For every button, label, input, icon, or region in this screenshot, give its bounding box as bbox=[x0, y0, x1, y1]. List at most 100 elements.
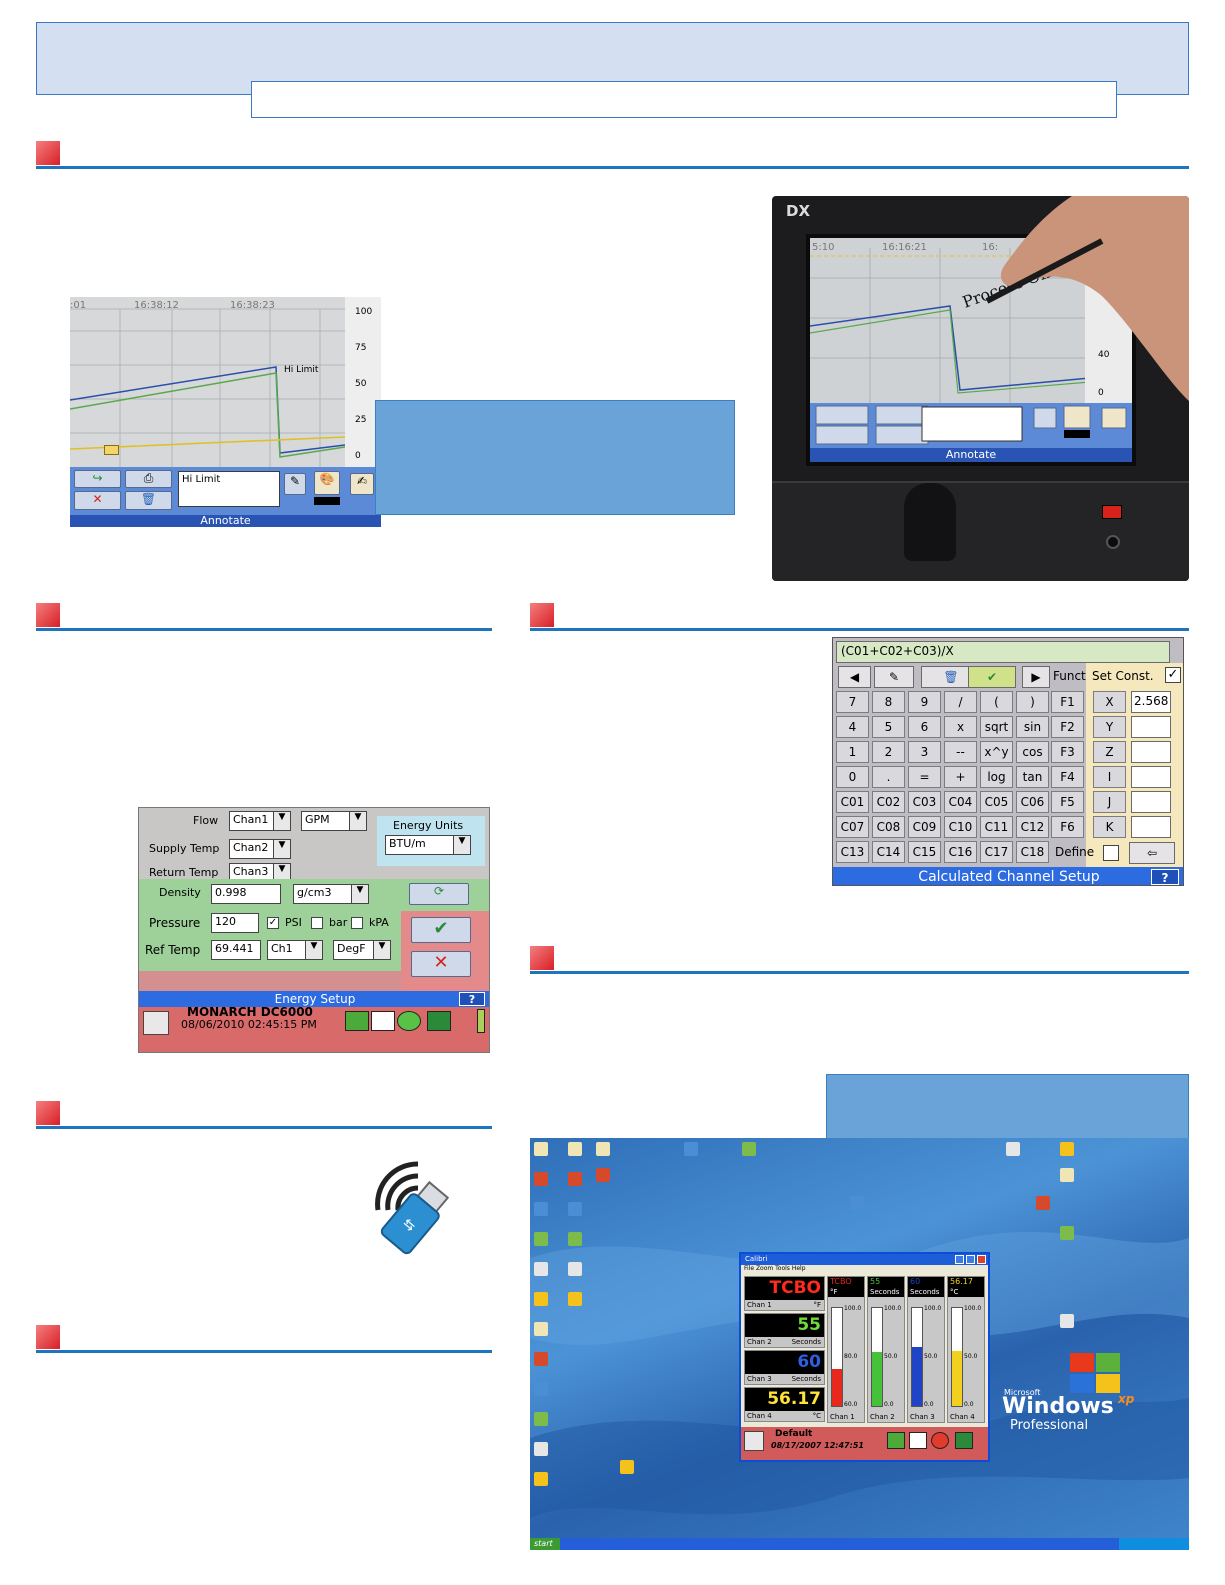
calc-help-button[interactable]: ? bbox=[1151, 869, 1179, 885]
energy-units-select[interactable]: BTU/m▼ bbox=[385, 835, 471, 855]
keypad-key[interactable]: 2 bbox=[872, 741, 905, 763]
keypad-key[interactable]: 4 bbox=[836, 716, 869, 738]
keypad-key[interactable]: x bbox=[944, 716, 977, 738]
desktop-shortcut-icon[interactable] bbox=[568, 1172, 582, 1186]
desktop-shortcut-icon[interactable] bbox=[568, 1232, 582, 1246]
constant-value-field[interactable] bbox=[1131, 741, 1171, 763]
delete-bin-button[interactable]: 🗑 bbox=[125, 491, 172, 510]
right-arrow-button[interactable]: ▶ bbox=[1022, 666, 1050, 688]
keypad-key[interactable]: 5 bbox=[872, 716, 905, 738]
print-button[interactable]: ⎙ bbox=[125, 470, 172, 488]
desktop-shortcut-icon[interactable] bbox=[1060, 1226, 1074, 1240]
keypad-key[interactable]: 9 bbox=[908, 691, 941, 713]
density-unit-select[interactable]: g/cm3▼ bbox=[293, 884, 369, 904]
desktop-shortcut-icon[interactable] bbox=[534, 1412, 548, 1426]
constant-value-field[interactable] bbox=[1131, 766, 1171, 788]
save-disk-icon[interactable] bbox=[955, 1432, 973, 1449]
keypad-key[interactable]: C03 bbox=[908, 791, 941, 813]
desktop-shortcut-icon[interactable] bbox=[596, 1168, 610, 1182]
psi-checkbox[interactable]: ✓ bbox=[267, 917, 279, 929]
keypad-key[interactable]: C09 bbox=[908, 816, 941, 838]
function-key[interactable]: F2 bbox=[1051, 716, 1084, 738]
keypad-key[interactable]: tan bbox=[1016, 766, 1049, 788]
desktop-shortcut-icon[interactable] bbox=[1060, 1314, 1074, 1328]
cancel-x-button[interactable]: ✕ bbox=[411, 951, 471, 977]
keypad-key[interactable]: sqrt bbox=[980, 716, 1013, 738]
keypad-key[interactable]: 7 bbox=[836, 691, 869, 713]
flow-channel-select[interactable]: Chan1▼ bbox=[229, 811, 291, 831]
ok-checkmark-button[interactable]: ✔ bbox=[411, 917, 471, 943]
keypad-key[interactable]: ( bbox=[980, 691, 1013, 713]
keypad-key[interactable]: / bbox=[944, 691, 977, 713]
keypad-key[interactable]: C16 bbox=[944, 841, 977, 863]
left-arrow-button[interactable]: ◀ bbox=[838, 666, 871, 688]
start-button[interactable]: start bbox=[530, 1538, 560, 1550]
edit-note-icon[interactable]: ✎ bbox=[284, 473, 306, 495]
desktop-shortcut-icon[interactable] bbox=[534, 1172, 548, 1186]
close-icon[interactable] bbox=[977, 1255, 986, 1264]
desktop-shortcut-icon[interactable] bbox=[534, 1232, 548, 1246]
constant-key[interactable]: J bbox=[1093, 791, 1126, 813]
tools-icon[interactable] bbox=[744, 1431, 764, 1451]
density-input[interactable]: 0.998 bbox=[211, 884, 281, 904]
desktop-shortcut-icon[interactable] bbox=[534, 1442, 548, 1456]
desktop-shortcut-icon[interactable] bbox=[534, 1292, 548, 1306]
desktop-shortcut-icon[interactable] bbox=[1036, 1196, 1050, 1210]
keypad-key[interactable]: C12 bbox=[1016, 816, 1049, 838]
kpa-checkbox[interactable] bbox=[351, 917, 363, 929]
desktop-shortcut-icon[interactable] bbox=[534, 1472, 548, 1486]
power-switch[interactable] bbox=[1102, 505, 1122, 519]
keypad-key[interactable]: ) bbox=[1016, 691, 1049, 713]
function-key[interactable]: F4 bbox=[1051, 766, 1084, 788]
keypad-key[interactable]: 3 bbox=[908, 741, 941, 763]
keypad-key[interactable]: 8 bbox=[872, 691, 905, 713]
save-disk-icon[interactable] bbox=[427, 1011, 451, 1031]
desktop-shortcut-icon[interactable] bbox=[1060, 1168, 1074, 1182]
set-const-checkbox[interactable]: ✓ bbox=[1165, 667, 1181, 683]
constant-key[interactable]: I bbox=[1093, 766, 1126, 788]
alarm-icon[interactable] bbox=[931, 1432, 949, 1449]
message-envelope-icon[interactable] bbox=[104, 445, 119, 455]
annotation-text-field[interactable]: Hi Limit bbox=[178, 471, 280, 507]
desktop-shortcut-icon[interactable] bbox=[596, 1142, 610, 1156]
ref-temp-unit-select[interactable]: DegF▼ bbox=[333, 940, 391, 960]
keypad-key[interactable]: . bbox=[872, 766, 905, 788]
constant-value-field[interactable] bbox=[1131, 816, 1171, 838]
desktop-shortcut-icon[interactable] bbox=[568, 1262, 582, 1276]
exit-button[interactable]: ⇦ bbox=[1129, 842, 1175, 864]
desktop-shortcut-icon[interactable] bbox=[850, 1196, 864, 1210]
keypad-key[interactable]: C06 bbox=[1016, 791, 1049, 813]
keypad-key[interactable]: C17 bbox=[980, 841, 1013, 863]
desktop-shortcut-icon[interactable] bbox=[684, 1142, 698, 1156]
constant-key[interactable]: Y bbox=[1093, 716, 1126, 738]
help-button[interactable]: ? bbox=[459, 992, 485, 1006]
keypad-key[interactable]: 6 bbox=[908, 716, 941, 738]
desktop-shortcut-icon[interactable] bbox=[534, 1322, 548, 1336]
keypad-key[interactable]: C10 bbox=[944, 816, 977, 838]
delete-bin-button[interactable]: 🗑 bbox=[921, 666, 981, 688]
confirm-check-button[interactable]: ✔ bbox=[968, 666, 1016, 688]
keypad-key[interactable]: = bbox=[908, 766, 941, 788]
alarm-icon[interactable] bbox=[397, 1011, 421, 1031]
cancel-x-button[interactable]: ✕ bbox=[74, 491, 121, 510]
maximize-icon[interactable] bbox=[966, 1255, 975, 1264]
keypad-key[interactable]: C08 bbox=[872, 816, 905, 838]
desktop-shortcut-icon[interactable] bbox=[534, 1352, 548, 1366]
bar-checkbox[interactable] bbox=[311, 917, 323, 929]
desktop-shortcut-icon[interactable] bbox=[742, 1142, 756, 1156]
supply-temp-select[interactable]: Chan2▼ bbox=[229, 839, 291, 859]
keypad-key[interactable]: + bbox=[944, 766, 977, 788]
desktop-shortcut-icon[interactable] bbox=[534, 1202, 548, 1216]
keypad-key[interactable]: sin bbox=[1016, 716, 1049, 738]
keypad-key[interactable]: C04 bbox=[944, 791, 977, 813]
desktop-shortcut-icon[interactable] bbox=[1006, 1142, 1020, 1156]
keypad-key[interactable]: C15 bbox=[908, 841, 941, 863]
desktop-shortcut-icon[interactable] bbox=[1060, 1142, 1074, 1156]
expression-field[interactable]: (C01+C02+C03)/X bbox=[836, 641, 1170, 663]
keypad-key[interactable]: -- bbox=[944, 741, 977, 763]
grid-icon[interactable] bbox=[909, 1432, 927, 1449]
